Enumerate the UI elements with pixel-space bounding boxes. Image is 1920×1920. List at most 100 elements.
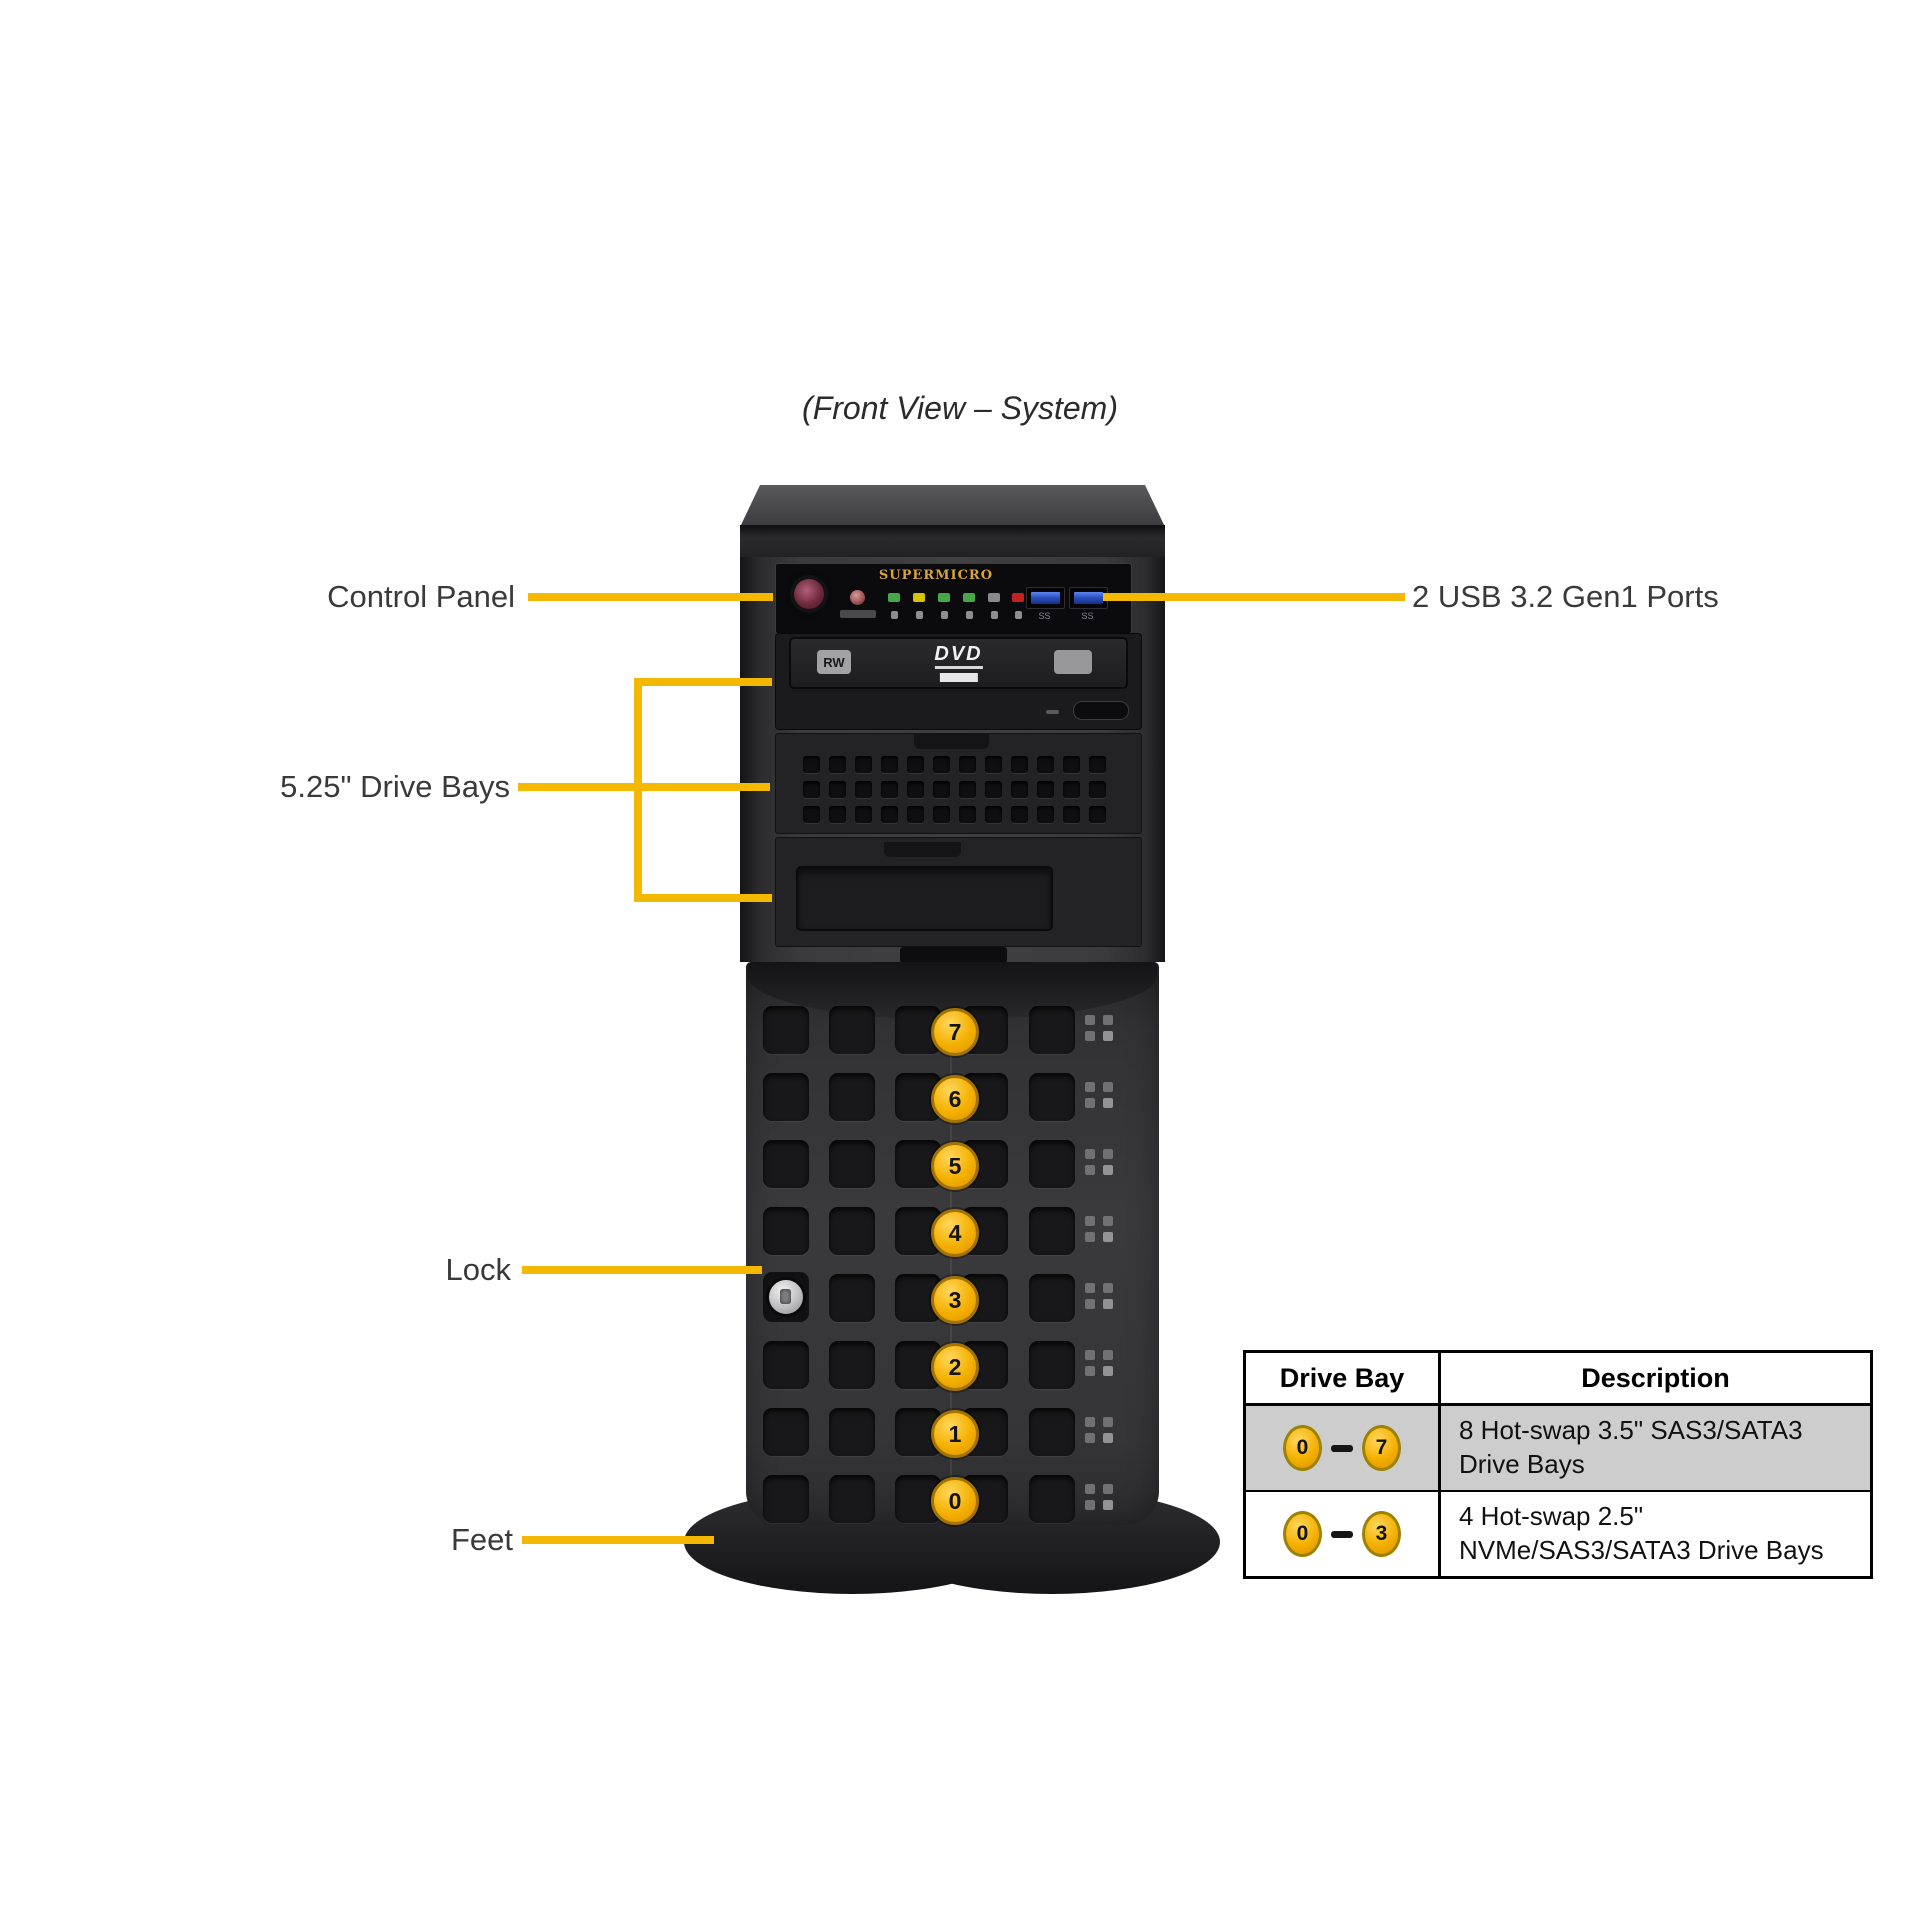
callout-line-feet bbox=[522, 1536, 714, 1544]
tower-top-front-edge bbox=[740, 525, 1165, 557]
dvd-logo-tag bbox=[939, 673, 978, 682]
vent-hole bbox=[959, 781, 976, 798]
vent-hole bbox=[1089, 781, 1106, 798]
vent-hole bbox=[959, 806, 976, 823]
drive-tray-row: 7 bbox=[746, 1006, 1159, 1056]
bay-range-dash bbox=[1331, 1444, 1353, 1452]
drive-led-cluster bbox=[1085, 1082, 1113, 1108]
drive-tray-row: 4 bbox=[746, 1207, 1159, 1257]
drive-tray-cutout bbox=[1029, 1408, 1075, 1456]
nic2-led bbox=[963, 593, 975, 602]
drive-tray-row: 3 bbox=[746, 1272, 1159, 1324]
disc-logo bbox=[1054, 650, 1092, 674]
drive-tray-cutout bbox=[1029, 1341, 1075, 1389]
bay-number-badge: 2 bbox=[931, 1343, 979, 1391]
vent-hole bbox=[855, 756, 872, 773]
vent-hole bbox=[829, 756, 846, 773]
drive-tray-cutout bbox=[1029, 1006, 1075, 1054]
drive-led-cluster bbox=[1085, 1417, 1113, 1443]
drive-tray-cutout bbox=[763, 1341, 809, 1389]
vent-hole bbox=[881, 756, 898, 773]
vent-hole bbox=[1011, 756, 1028, 773]
drive-led-cluster bbox=[1085, 1149, 1113, 1175]
vent-hole bbox=[1011, 781, 1028, 798]
usb-port-2 bbox=[1069, 587, 1108, 609]
callout-line-drive-bays-bottom bbox=[634, 894, 772, 902]
drive-led-cluster bbox=[1085, 1015, 1113, 1041]
vent-hole bbox=[1089, 756, 1106, 773]
drive-tray-row: 5 bbox=[746, 1140, 1159, 1190]
drive-tray-cutout bbox=[1029, 1207, 1075, 1255]
drive-tray-cutout bbox=[763, 1475, 809, 1523]
callout-label-feet: Feet bbox=[450, 1522, 513, 1557]
dvd-tray-face: RW DVD bbox=[789, 637, 1128, 689]
brand-logo: SUPERMICRO bbox=[878, 568, 994, 583]
drive-tray-cutout bbox=[1029, 1073, 1075, 1121]
table-cell-description: 8 Hot-swap 3.5" SAS3/SATA3 Drive Bays bbox=[1459, 1415, 1803, 1479]
tower-top-surface bbox=[740, 485, 1165, 527]
dvd-drive-bay: RW DVD bbox=[775, 633, 1142, 730]
table-header-row: Drive Bay Description bbox=[1246, 1353, 1870, 1406]
callout-line-drive-bays-vertical bbox=[634, 678, 642, 902]
dvd-logo-bar bbox=[934, 666, 983, 669]
vent-hole bbox=[829, 781, 846, 798]
bay-range-end-badge: 7 bbox=[1362, 1425, 1401, 1471]
drive-tray-cutout bbox=[829, 1274, 875, 1322]
drive-tray-cutout bbox=[763, 1140, 809, 1188]
callout-line-usb-ports bbox=[1103, 593, 1405, 601]
vent-hole bbox=[803, 756, 820, 773]
drive-tray-cutout bbox=[1029, 1475, 1075, 1523]
vent-hole bbox=[933, 781, 950, 798]
bay-number: 4 bbox=[931, 1209, 979, 1257]
vent-hole bbox=[907, 806, 924, 823]
bay-number: 3 bbox=[931, 1276, 979, 1324]
drive-tray-row: 0 bbox=[746, 1475, 1159, 1525]
drive-tray-cutout bbox=[763, 1006, 809, 1054]
overheat-fan-fail-led bbox=[988, 593, 1000, 602]
vent-hole bbox=[1089, 806, 1106, 823]
door-latch bbox=[900, 947, 1007, 963]
vent-hole bbox=[803, 781, 820, 798]
callout-label-control-panel: Control Panel bbox=[327, 579, 515, 614]
vent-hole bbox=[1063, 806, 1080, 823]
hdd-activity-led bbox=[913, 593, 925, 602]
drive-tray-cutout bbox=[763, 1207, 809, 1255]
reset-button bbox=[850, 590, 865, 605]
nic2-led-icon bbox=[963, 609, 975, 620]
bay-range-end-badge: 3 bbox=[1362, 1511, 1401, 1557]
usb-ss-label: SS bbox=[1081, 611, 1094, 621]
nic1-led-icon bbox=[938, 609, 950, 620]
vent-hole bbox=[933, 756, 950, 773]
usb-ss-label: SS bbox=[1038, 611, 1051, 621]
blank-cover-recess bbox=[796, 866, 1053, 931]
key-lock bbox=[763, 1272, 809, 1322]
callout-label-lock: Lock bbox=[445, 1252, 511, 1287]
vent-hole bbox=[881, 806, 898, 823]
vent-hole bbox=[933, 806, 950, 823]
vent-hole bbox=[803, 806, 820, 823]
callout-line-drive-bays-top bbox=[634, 678, 772, 686]
drive-led-cluster bbox=[1085, 1350, 1113, 1376]
tower-upper-bezel: SUPERMICRO SS SS RW DVD bbox=[740, 557, 1165, 963]
door-center-seam bbox=[950, 1022, 952, 1500]
drive-led-cluster bbox=[1085, 1216, 1113, 1242]
reset-label bbox=[840, 610, 876, 618]
dvd-eject-button bbox=[1073, 701, 1129, 720]
power-led bbox=[888, 593, 900, 602]
drive-tray-cutout bbox=[1029, 1274, 1075, 1322]
vent-hole bbox=[1063, 756, 1080, 773]
drive-tray-cutout bbox=[763, 1073, 809, 1121]
vent-hole bbox=[881, 781, 898, 798]
bay-number: 7 bbox=[931, 1008, 979, 1056]
vent-hole bbox=[1037, 781, 1054, 798]
vented-cover-notch bbox=[914, 734, 989, 749]
server-tower: SUPERMICRO SS SS RW DVD bbox=[740, 485, 1165, 1527]
drive-tray-row: 6 bbox=[746, 1073, 1159, 1123]
drive-tray-cutout bbox=[829, 1140, 875, 1188]
bay-number: 2 bbox=[931, 1343, 979, 1391]
